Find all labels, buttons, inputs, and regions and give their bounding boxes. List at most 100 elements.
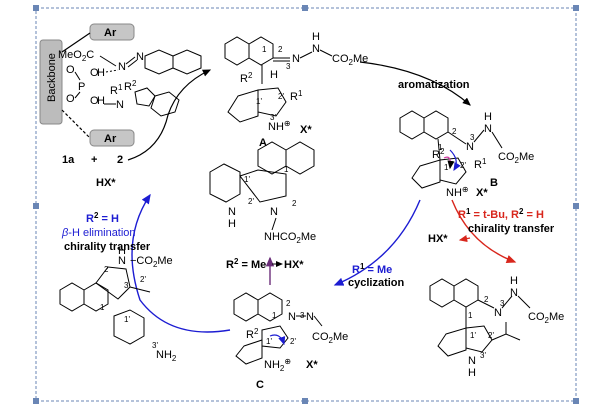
chirality-left: chirality transfer [64,241,151,253]
r1-label: R1 [110,83,123,97]
lp-num-3p: 3' [152,341,158,350]
A-nh: NH⊕ [268,119,291,133]
rp-num-3: 3 [500,299,505,308]
rp-co2me: CO2Me [528,311,564,325]
h-bond-top: H [97,67,105,79]
r1-me-label: R1 = Me [352,262,392,276]
left-product: 2 3 2' 1 1' N H −CO2Me 3' NH2 [59,245,177,363]
r2-me-label: R2 = Me [226,257,266,271]
B-co2me: CO2Me [498,151,534,165]
C-num-2: 2 [286,299,291,308]
lp-nh2: NH2 [156,349,177,363]
lp-num-2: 2 [104,265,109,274]
B-h-top: H [484,111,492,123]
rp-nh-bottom: N [468,355,476,367]
left-r2h-label: R2 = H [86,211,119,225]
C-num-2p: 2' [290,337,296,346]
C-anion: X* [306,359,318,371]
A-co2me: CO2Me [332,53,368,67]
C-r2: R2 [246,327,259,341]
center-n: N [270,206,278,218]
beta-h-label: β-H elimination [61,227,136,239]
B-r1: R1 [474,157,487,171]
center-nhco2me: NHCO2Me [264,231,316,245]
n-atom-2: N [136,51,144,63]
aromatization-label: aromatization [398,79,470,91]
A-h-label: H [270,69,278,81]
C-num-1: 1 [272,311,277,320]
A-r1: R1 [290,89,303,103]
B-num-3: 3 [470,133,475,142]
meo2c-label: MeO2C [58,49,94,63]
right-product: 1 2 N 3 N H CO2Me 1' 2' N 3' H [429,275,564,379]
o-top: O [66,64,75,76]
rp-num-3p: 3' [480,351,486,360]
frame-handles [33,5,579,404]
rp-num-1p: 1' [470,331,476,340]
rp-nh: N [510,287,518,299]
A-num-3p: 3' [270,113,276,122]
hx-center: HX* [284,259,304,271]
A-anion: X* [300,124,312,136]
r2-label: R2 [124,79,137,93]
center-num-1: 1 [284,165,289,174]
reactant-1a: 1a [62,154,75,166]
intermediate-B: 1 2 N 3 N H CO2Me R2 1' 2' R1 NH⊕ X* B [399,110,534,199]
B-nh: NH⊕ [446,185,469,199]
arrow-cyclization [333,199,421,286]
B-nh-top: N [484,123,492,135]
lp-num-2p: 2' [140,275,146,284]
lp-num-3: 3 [124,281,129,290]
center-num-2p: 2' [248,197,254,206]
h-bond-bottom: H [97,95,105,107]
B-label: B [490,177,498,189]
ar-bottom-box [89,129,135,147]
hx-right: HX* [428,233,448,245]
ar-top-label: Ar [104,27,117,39]
frame-border [35,7,577,402]
C-n2: N [306,311,314,323]
rp-num-2: 2 [484,295,489,304]
rp-num-1: 1 [468,311,473,320]
ar-top-box [89,23,135,41]
B-anion: X* [476,187,488,199]
lp-num-1: 1 [100,303,105,312]
C-n: N [288,311,296,323]
rp-num-2p: 2' [488,331,494,340]
B-num-2p: 2' [460,161,466,170]
o-bottom: O [66,93,75,105]
rp-h: H [510,275,518,287]
center-num-2: 2 [292,199,297,208]
lp-n: N [118,255,126,267]
A-n-atom: N [292,53,300,65]
ar-bottom-label: Ar [104,133,117,145]
p-atom: P [78,81,85,93]
B-n-atom: N [466,141,474,153]
hx-top-left: HX* [96,177,116,189]
o-right-top: O [90,67,99,79]
A-num-2: 2 [278,45,283,54]
A-r2: R2 [240,71,253,85]
arrow-aromatization [359,61,471,106]
nh-bottom: N [116,99,124,111]
C-co2me: CO2Me [312,331,348,345]
rp-h-bottom: H [468,367,476,379]
intermediate-C: 1 2 3 N N CO2Me R2 1' 2' NH2⊕ X* C [233,292,348,391]
A-nh-atom: N [312,43,320,55]
C-num-1p: 1' [266,337,272,346]
A-label: A [259,137,267,149]
o-right-bottom: O [90,95,99,107]
arrow-to-A [127,69,212,161]
reactant-2: 2 [117,154,123,166]
intermediate-A: 1 2 3 N N H CO2Me H R2 1' 2' 3' R1 NH⊕ X… [224,31,368,149]
red-condition: R1 = t-Bu, R2 = H [458,207,544,221]
A-h-atom: H [312,31,320,43]
B-num-2: 2 [452,127,457,136]
center-product: 1' 2' 1 2 N H N NHCO2Me [209,141,316,245]
center-h: H [228,218,236,230]
rp-n: N [494,307,502,319]
A-num-2p: 2' [278,92,284,101]
A-num-1p: 1' [256,97,262,106]
catalyst-structure: Backbone Ar Ar O P O O O H H MeO2C N N R… [39,23,202,166]
